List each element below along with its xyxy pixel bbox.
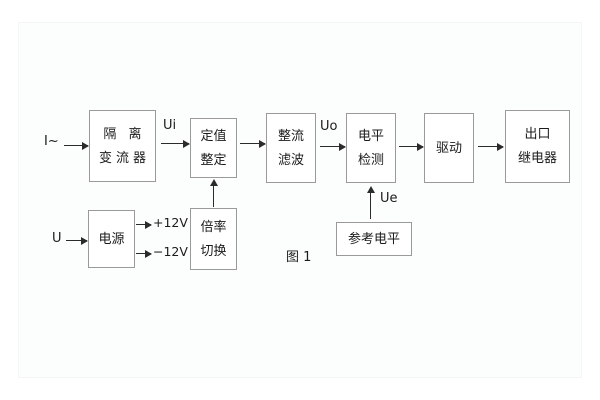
block-setting-adjust-line-2: 整定 — [200, 152, 227, 168]
block-multiplier-switch-line-2: 切换 — [200, 243, 227, 259]
figure-caption: 图 1 — [286, 250, 312, 265]
arrow-level-detection-to-drive — [399, 143, 424, 151]
block-output-relay: 出口 继电器 — [505, 110, 570, 183]
arrow-rail-negative — [136, 250, 152, 258]
uo-signal-label: Uo — [320, 119, 338, 134]
arrow-rail-positive — [136, 221, 152, 229]
block-isolation-transformer-line-2: 变流器 — [98, 150, 150, 166]
arrow-setting-to-rectifier — [240, 140, 266, 148]
block-multiplier-switch: 倍率 切换 — [190, 208, 237, 270]
block-isolation-transformer-line-1: 隔 离 — [103, 126, 146, 142]
block-isolation-transformer: 隔 离 变流器 — [89, 110, 156, 182]
block-output-relay-line-1: 出口 — [524, 127, 551, 142]
arrow-voltage-input-to-power-supply — [66, 237, 88, 245]
figure-plate — [18, 22, 582, 378]
block-multiplier-switch-line-1: 倍率 — [200, 219, 227, 235]
block-rectifier-filter-line-2: 滤波 — [277, 152, 304, 168]
ue-signal-label: Ue — [380, 191, 398, 206]
block-setting-adjust: 定值 整定 — [190, 118, 237, 178]
block-level-detection-line-1: 电平 — [357, 128, 384, 144]
block-rectifier-filter-line-1: 整流 — [277, 128, 304, 144]
arrow-rectifier-to-level-detection — [320, 143, 346, 151]
ui-signal-label: Ui — [163, 118, 177, 133]
block-rectifier-filter: 整流 滤波 — [266, 113, 316, 183]
arrow-drive-to-output-relay — [478, 143, 504, 151]
arrow-reference-level-to-level-detection — [366, 186, 375, 219]
rail-positive-label: +12V — [153, 215, 188, 230]
block-drive: 驱动 — [424, 113, 474, 183]
block-drive-line-1: 驱动 — [435, 140, 462, 156]
arrow-multiplier-switch-to-setting — [209, 179, 218, 207]
arrow-current-input-to-isolation — [64, 142, 89, 150]
block-power-supply: 电源 — [88, 210, 135, 268]
block-reference-level: 参考电平 — [336, 222, 412, 256]
block-output-relay-line-2: 继电器 — [517, 151, 557, 166]
block-power-supply-line-1: 电源 — [98, 231, 125, 247]
block-reference-level-line-1: 参考电平 — [347, 231, 400, 247]
voltage-input-label: U — [52, 231, 62, 246]
arrow-isolation-to-setting — [161, 140, 190, 148]
rail-negative-label: −12V — [153, 244, 188, 259]
block-level-detection: 电平 检测 — [346, 113, 396, 183]
current-input-label: I~ — [44, 134, 59, 149]
block-setting-adjust-line-1: 定值 — [200, 128, 227, 144]
block-level-detection-line-2: 检测 — [357, 152, 384, 168]
